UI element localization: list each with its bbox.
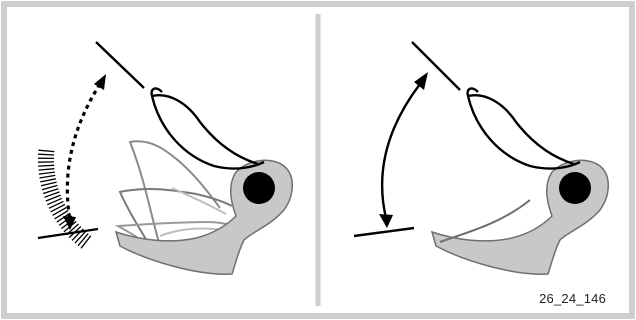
figure-id-label: 26_24_146: [539, 291, 606, 306]
hatch-tick: [38, 165, 54, 166]
hatch-tick: [38, 154, 54, 155]
pivot-point: [243, 172, 275, 204]
pivot-point-right: [559, 172, 591, 204]
